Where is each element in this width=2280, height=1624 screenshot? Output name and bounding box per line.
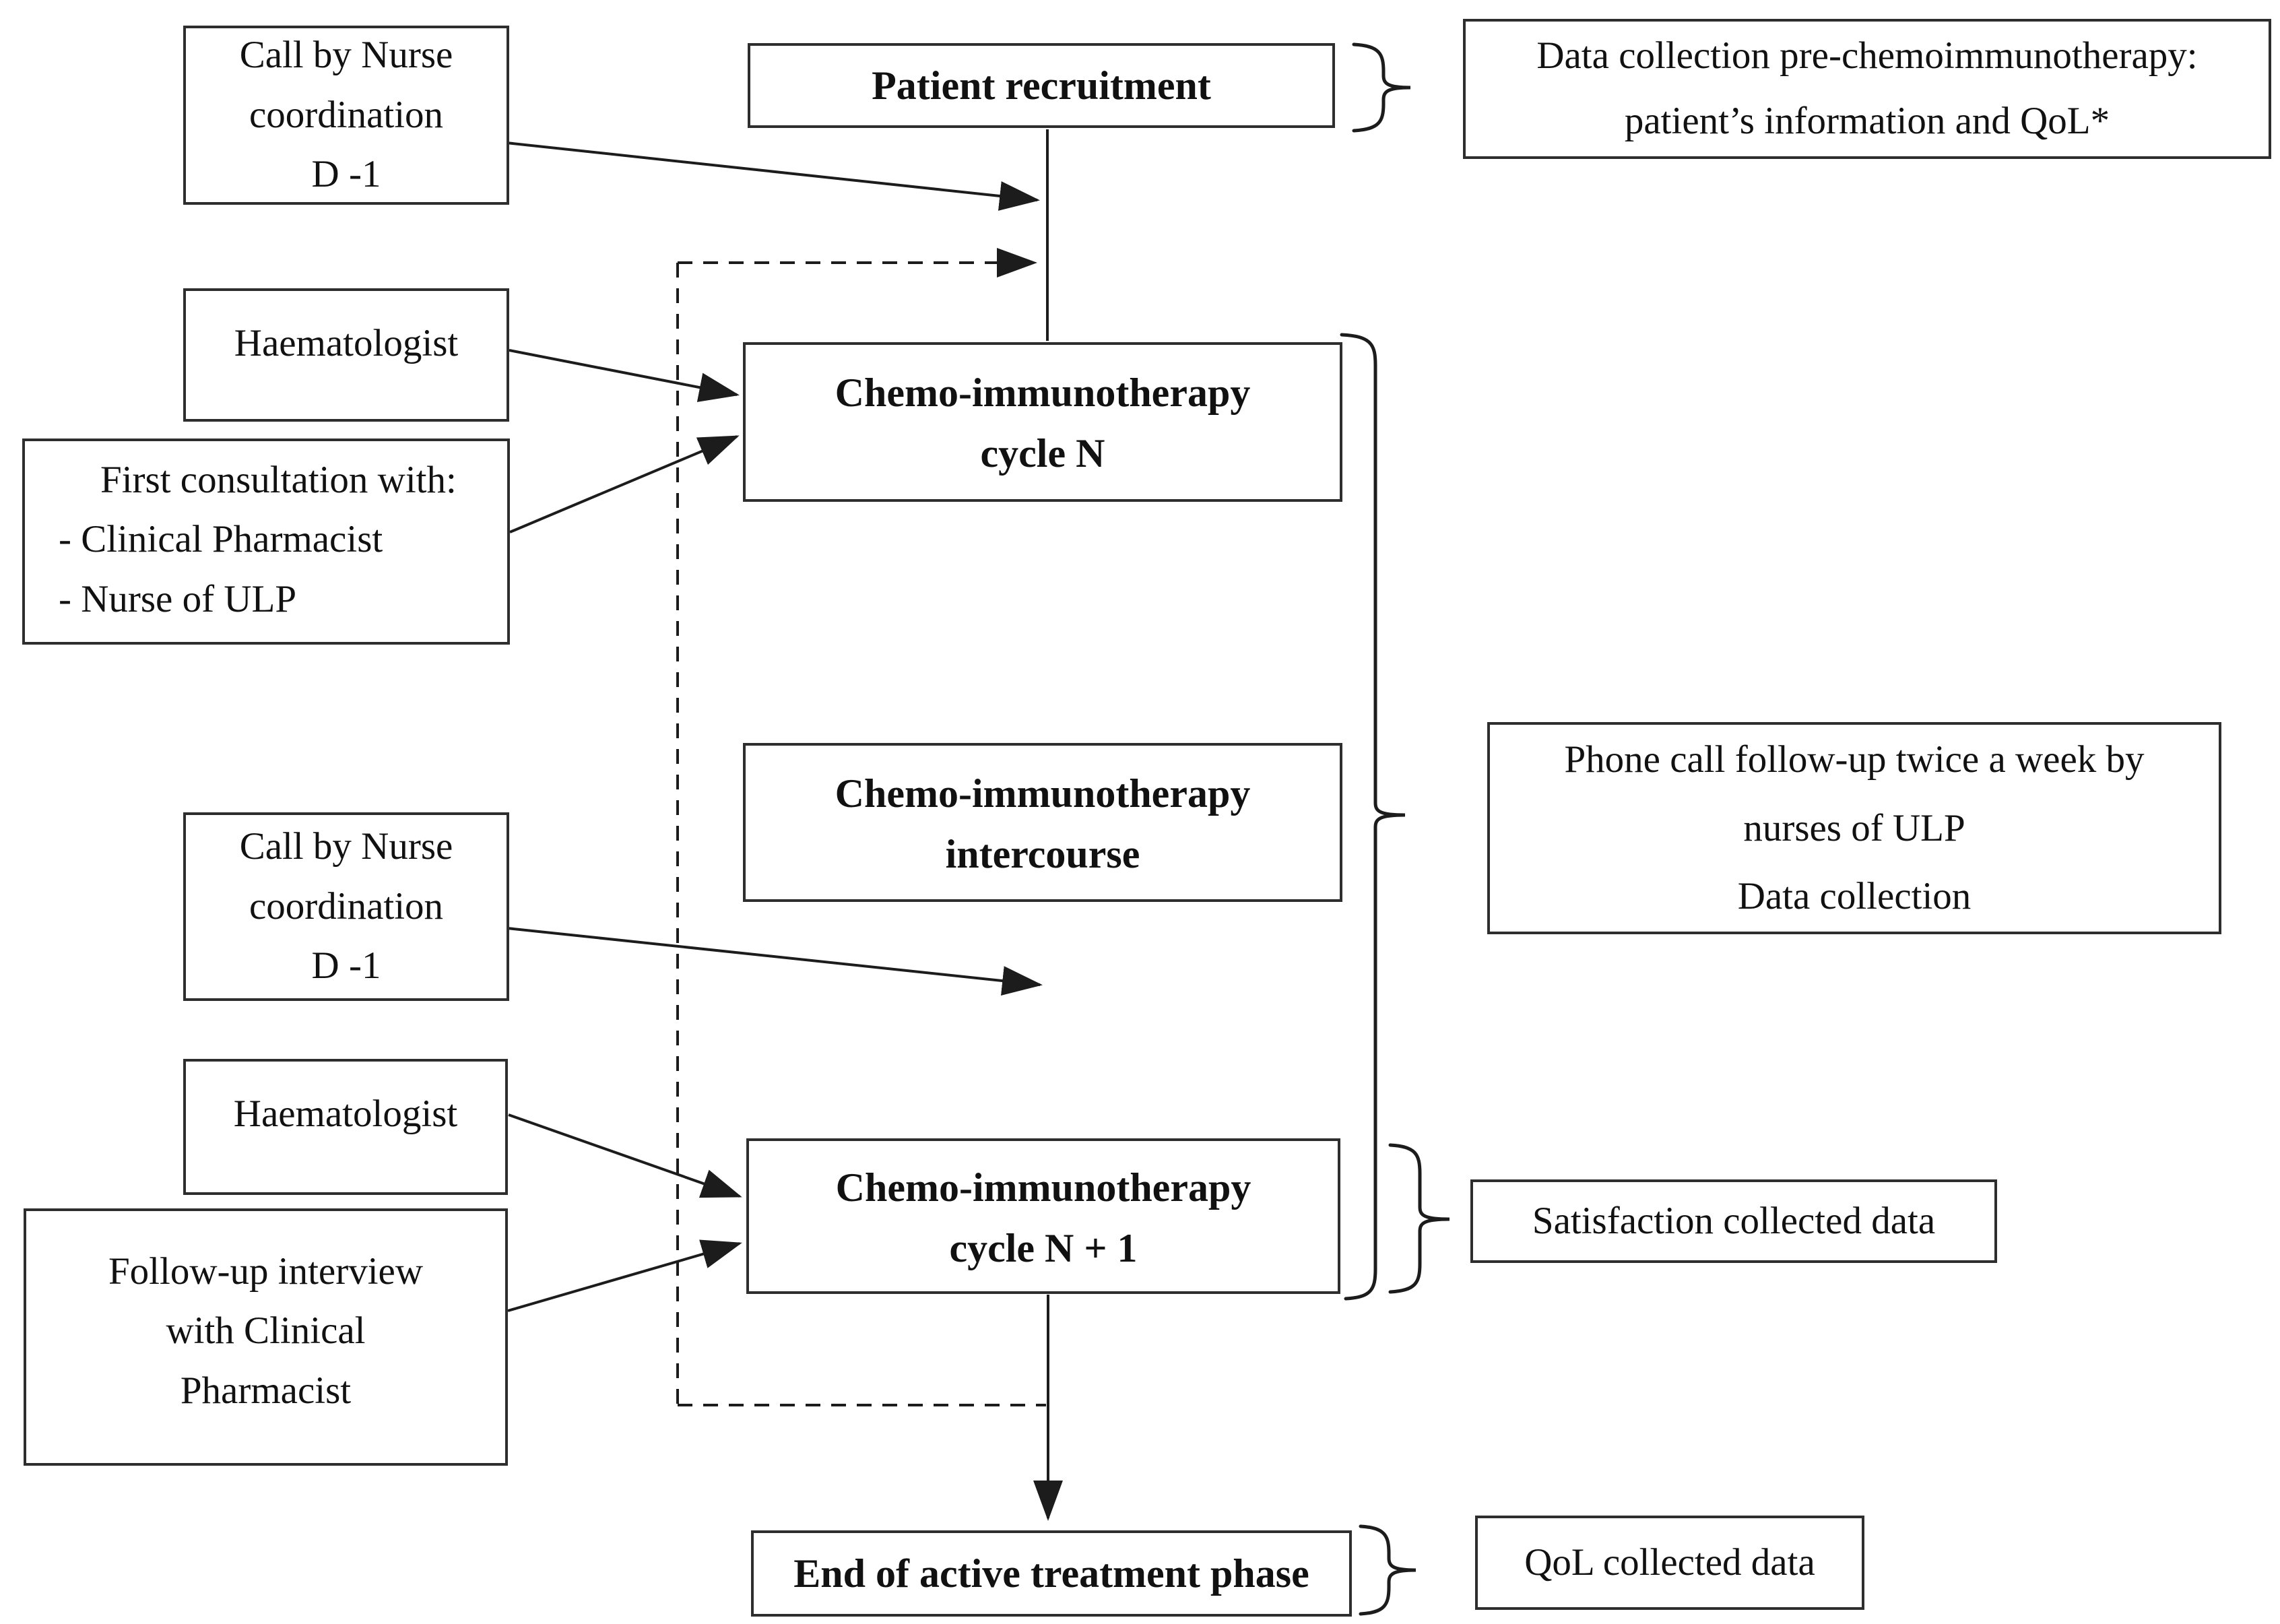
node-intercourse: Chemo-immunotherapy intercourse [743,743,1342,902]
node-call-by-nurse-1-line3: D -1 [311,153,381,196]
node-call-by-nurse-1-line1: Call by Nurse [239,34,453,77]
node-follow-up-interview: Follow-up interview with Clinical Pharma… [24,1208,508,1466]
arrow-call-nurse-1-to-timeline [506,141,1040,211]
node-end-phase: End of active treatment phase [751,1530,1352,1617]
node-satisfaction-label: Satisfaction collected data [1532,1199,1936,1242]
arrow-call-nurse-2-to-timeline [507,927,1043,996]
brace-patient-recruitment [1352,42,1411,133]
brace-end-phase [1359,1524,1416,1616]
arrow-first-consultation-to-cycle-n [509,435,740,533]
node-cycle-n: Chemo-immunotherapy cycle N [743,342,1342,502]
node-cycle-n1-line2: cycle N + 1 [949,1226,1138,1270]
node-first-consultation: First consultation with: - Clinical Phar… [22,439,510,645]
node-follow-up-line2: with Clinical [166,1309,366,1353]
node-phone-call-line1: Phone call follow-up twice a week by [1564,738,2145,781]
node-patient-recruitment: Patient recruitment [748,43,1335,128]
node-qol-label: QoL collected data [1524,1540,1815,1584]
node-haematologist-2-label: Haematologist [233,1093,458,1135]
node-cycle-n-line1: Chemo-immunotherapy [835,370,1251,415]
node-cycle-n1: Chemo-immunotherapy cycle N + 1 [746,1138,1340,1294]
node-call-by-nurse-1-line2: coordination [249,93,444,136]
brace-treatment-cycles [1340,333,1406,1301]
node-follow-up-line1: Follow-up interview [108,1250,424,1293]
node-call-by-nurse-2-line3: D -1 [311,944,381,987]
node-first-consultation-line3: - Nurse of ULP [59,577,297,620]
node-patient-recruitment-label: Patient recruitment [872,63,1211,108]
arrow-haematologist-2-to-cycle-n1 [508,1113,742,1198]
arrow-follow-up-to-cycle-n1 [507,1239,742,1312]
node-call-by-nurse-2-line1: Call by Nurse [239,825,453,868]
node-data-collection-line1: Data collection pre-chemoimmunotherapy: [1536,34,2198,77]
node-satisfaction-data: Satisfaction collected data [1470,1179,1997,1263]
node-follow-up-line3: Pharmacist [180,1369,352,1412]
node-data-collection-line2: patient’s information and QoL* [1624,100,2110,142]
node-phone-call-line2: nurses of ULP [1743,806,1965,849]
node-cycle-n1-line1: Chemo-immunotherapy [835,1165,1251,1210]
node-end-phase-label: End of active treatment phase [793,1551,1309,1596]
node-data-collection: Data collection pre-chemoimmunotherapy: … [1463,19,2271,159]
node-phone-call-follow-up: Phone call follow-up twice a week by nur… [1487,722,2221,934]
brace-cycle-n1 [1388,1143,1450,1294]
node-haematologist-2: Haematologist [183,1059,508,1195]
node-cycle-n-line2: cycle N [980,431,1105,476]
node-first-consultation-line2: - Clinical Pharmacist [59,518,383,561]
node-call-by-nurse-2: Call by Nurse coordination D -1 [183,812,509,1001]
arrow-haematologist-1-to-cycle-n [509,349,740,402]
node-first-consultation-line1: First consultation with: [100,459,457,501]
node-call-by-nurse-2-line2: coordination [249,884,444,928]
node-qol-data: QoL collected data [1475,1516,1864,1610]
node-call-by-nurse-1: Call by Nurse coordination D -1 [183,26,509,205]
node-intercourse-line1: Chemo-immunotherapy [835,771,1251,816]
node-phone-call-line3: Data collection [1737,875,1972,918]
node-haematologist-1-label: Haematologist [234,322,459,364]
node-intercourse-line2: intercourse [945,832,1140,876]
node-haematologist-1: Haematologist [183,288,509,422]
